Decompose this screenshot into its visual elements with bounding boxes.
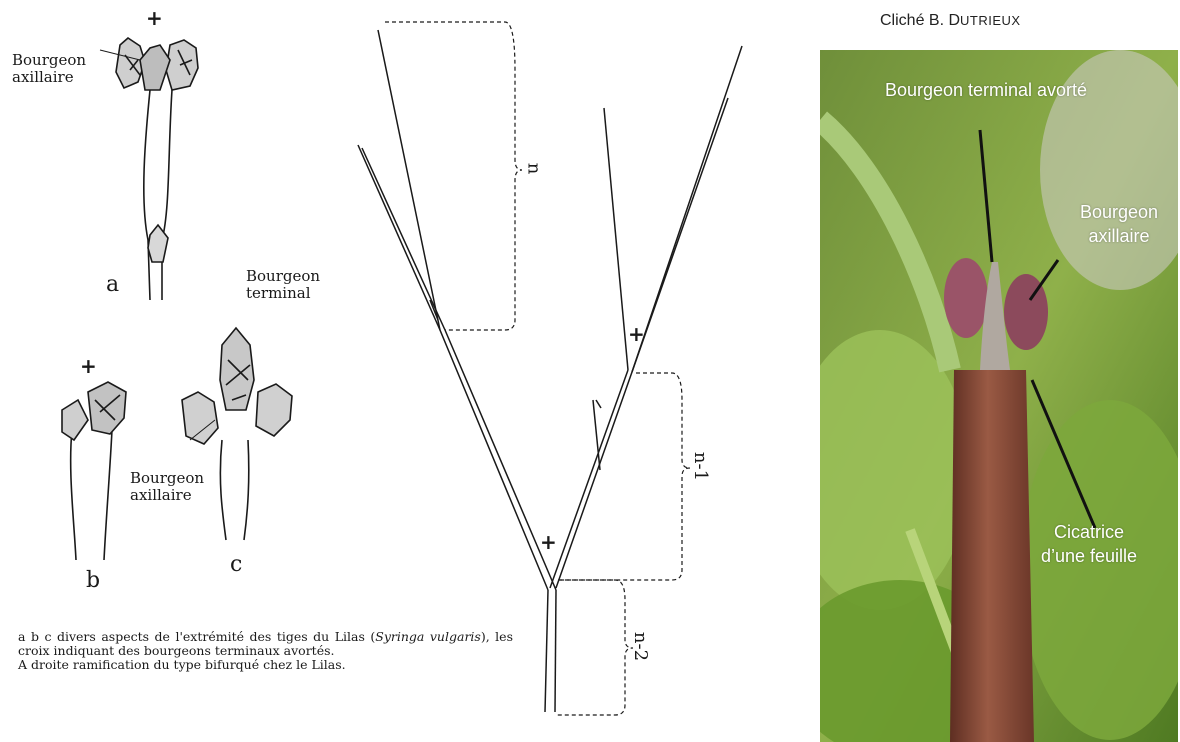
branching-diagram bbox=[358, 30, 742, 712]
caption-line3: A droite ramification du type bifurqué c… bbox=[18, 657, 346, 672]
drawing-b bbox=[62, 382, 126, 560]
cross-mark-b: + bbox=[80, 354, 97, 378]
lilac-photo: Bourgeon terminal avorté Bourgeon axilla… bbox=[820, 50, 1178, 742]
photo-illustration bbox=[820, 50, 1178, 742]
bracket-lines bbox=[385, 22, 690, 715]
bracket-label-n-minus-2: n-2 bbox=[630, 632, 651, 661]
label-bourgeon-axillaire-photo: Bourgeon axillaire bbox=[1060, 200, 1178, 248]
caption-species: Syringa vulgaris bbox=[375, 629, 481, 644]
credit-suffix: UTRIEUX bbox=[960, 13, 1021, 28]
bracket-label-n-minus-1: n-1 bbox=[690, 452, 711, 481]
label-bourgeon-terminal: Bourgeon terminal bbox=[246, 268, 336, 302]
label-bourgeon-terminal-avorte: Bourgeon terminal avorté bbox=[876, 78, 1096, 102]
cross-mark-fork: + bbox=[540, 530, 557, 554]
cross-mark-a: + bbox=[146, 6, 163, 30]
photo-credit: Cliché B. DUTRIEUX bbox=[880, 12, 1021, 30]
letter-a: a bbox=[106, 272, 119, 297]
caption-line1: a b c divers aspects de l'extrémité des … bbox=[18, 629, 375, 644]
cross-mark-branch: + bbox=[628, 322, 645, 346]
credit-prefix: Cliché B. D bbox=[880, 12, 960, 29]
figure-caption: a b c divers aspects de l'extrémité des … bbox=[18, 630, 513, 672]
drawing-c bbox=[182, 328, 292, 540]
label-cicatrice-feuille: Cicatrice d’une feuille bbox=[1034, 520, 1144, 568]
letter-c: c bbox=[230, 552, 242, 577]
label-bourgeon-axillaire-a: Bourgeon axillaire bbox=[12, 52, 122, 86]
letter-b: b bbox=[86, 568, 100, 593]
label-bourgeon-axillaire-c: Bourgeon axillaire bbox=[130, 470, 230, 504]
bracket-label-n: n bbox=[523, 163, 544, 175]
